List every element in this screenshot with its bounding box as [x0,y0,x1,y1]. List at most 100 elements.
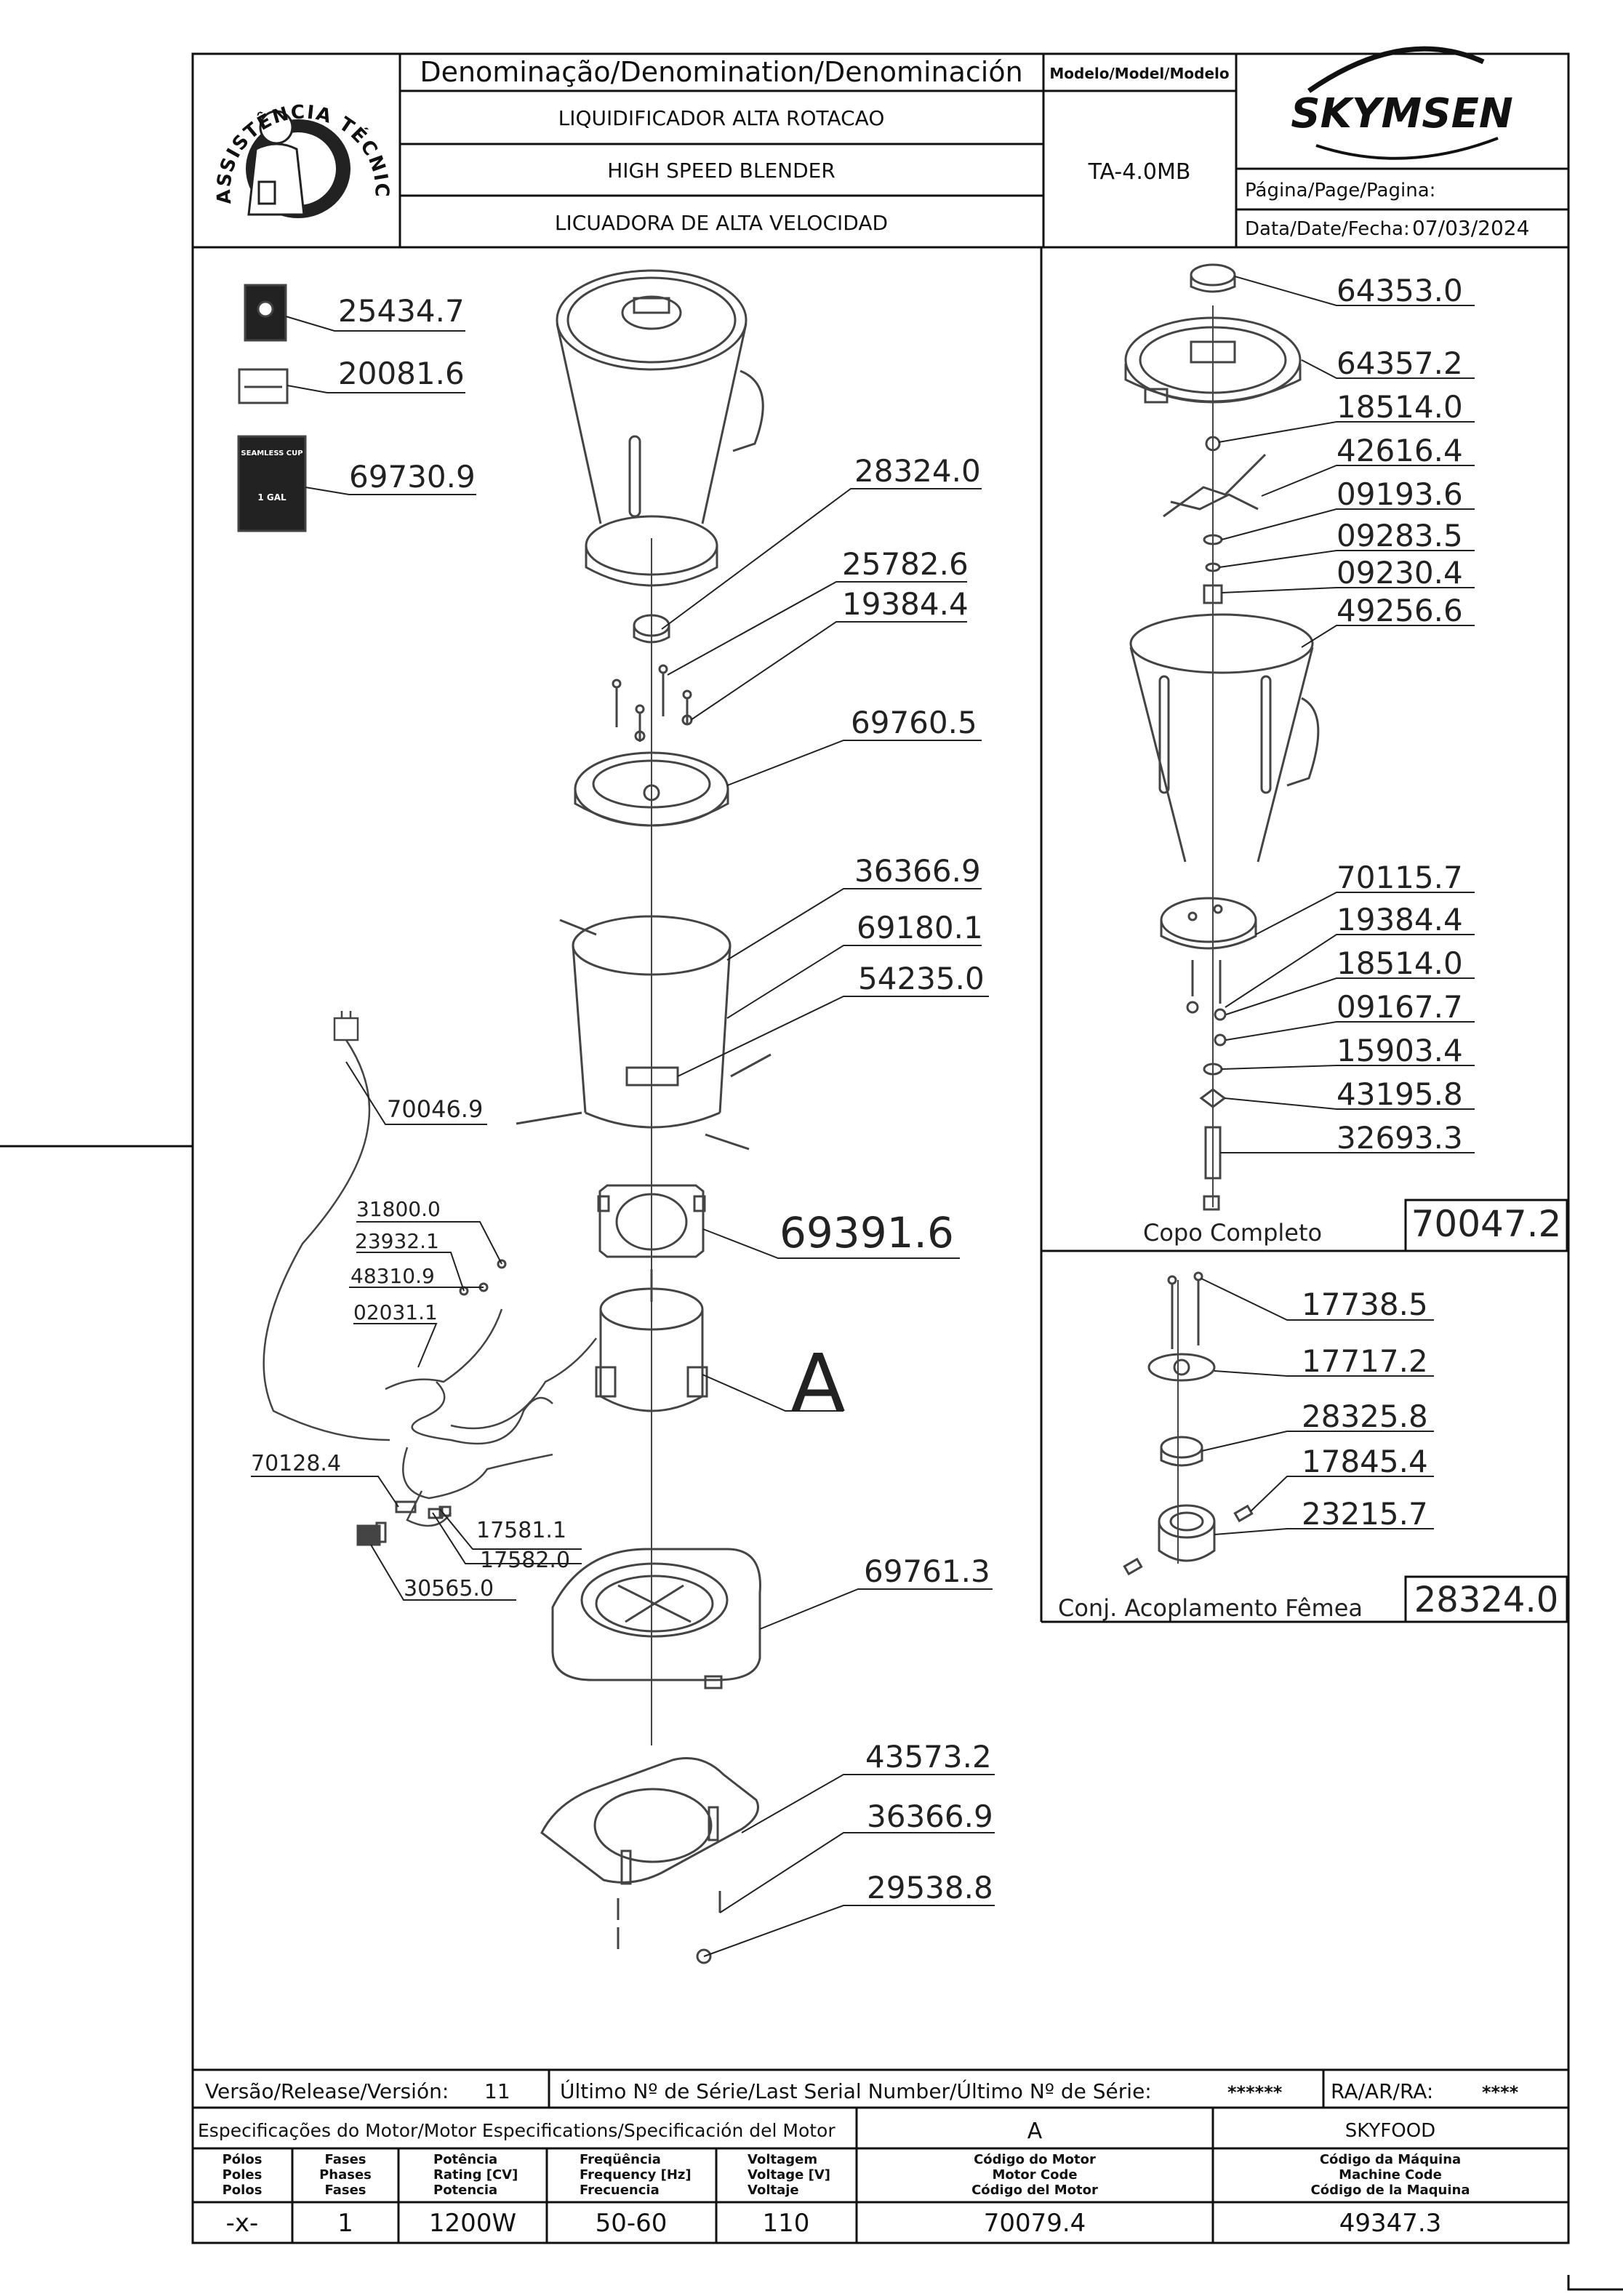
factory-name: SKYFOOD [1345,2120,1435,2142]
part-25434-7: 25434.7 [338,293,465,329]
part-09167-7: 09167.7 [1337,989,1463,1025]
part-17845-4: 17845.4 [1302,1444,1428,1479]
poles-header-pt: Pólos [223,2152,263,2167]
coupling-part [634,615,669,642]
power-header-en: Rating [CV] [433,2167,518,2183]
part-70128-4: 70128.4 [251,1451,341,1476]
part-17581-1: 17581.1 [476,1518,566,1543]
cup-assembly-label: Copo Completo [1143,1219,1322,1247]
part-70046-9: 70046.9 [387,1095,483,1123]
left-part-labels: 25434.7 20081.6 69730.9 28324.0 25782.6 … [251,293,993,1905]
denomination-title: Denominação/Denomination/Denominación [420,56,1022,88]
part-25782-6: 25782.6 [842,546,969,582]
power-value: 1200W [429,2209,516,2238]
authorized-assistance-logo: ASSISTÊNCIA TÉCNICA AUTORIZADA [0,0,391,218]
part-32693-3: 32693.3 [1337,1120,1463,1156]
model-value: TA-4.0MB [1088,159,1191,185]
part-17582-0: 17582.0 [480,1548,570,1573]
manual-booklet [245,285,286,340]
switch [358,1523,385,1545]
cup-label-card: SEAMLESS CUP 1 GAL [239,436,305,531]
ra-value: **** [1482,2082,1519,2103]
part-70115-7: 70115.7 [1337,860,1463,895]
cup-part-labels: 64353.0 64357.2 18514.0 42616.4 09193.6 … [1143,273,1561,1247]
motor-code-header-pt: Código do Motor [974,2152,1096,2167]
part-23215-7: 23215.7 [1302,1496,1428,1532]
part-69761-3: 69761.3 [864,1553,990,1589]
part-31800-0: 31800.0 [356,1197,441,1221]
brand-text: SKYMSEN [1291,90,1512,137]
product-name-es: LICUADORA DE ALTA VELOCIDAD [555,211,888,235]
blender-jar [557,271,763,585]
phases-header-en: Phases [319,2167,372,2183]
version-value: 11 [484,2079,510,2103]
part-29538-8: 29538.8 [867,1870,993,1905]
part-17717-2: 17717.2 [1302,1343,1428,1379]
coupling-leader-lines [1201,1279,1434,1535]
cup-leader-lines [1219,276,1475,1153]
part-64353-0: 64353.0 [1337,273,1463,308]
ra-label: RA/AR/RA: [1331,2079,1433,2103]
part-15903-4: 15903.4 [1337,1033,1463,1068]
coupling-assembly-code: 28324.0 [1414,1580,1559,1620]
voltage-value: 110 [763,2209,810,2238]
part-17738-5: 17738.5 [1302,1287,1428,1322]
jar-base-plate [575,753,728,825]
product-name-en: HIGH SPEED BLENDER [607,159,835,183]
left-exploded-view: SEAMLESS CUP 1 GAL [239,271,771,1963]
col-header-motor-code: Código do Motor Motor Code Código del Mo… [971,2152,1098,2198]
base-screws [613,665,692,742]
cup-assembly-drawing [1126,265,1318,1209]
part-19384-4: 19384.4 [842,586,969,622]
side-panels [1041,247,1568,1622]
voltage-header-en: Voltage [V] [748,2167,830,2183]
wire-connectors [396,1260,505,1518]
part-43195-8: 43195.8 [1337,1076,1463,1112]
part-09283-5: 09283.5 [1337,518,1463,553]
page-label: Página/Page/Pagina: [1245,180,1435,201]
frequency-header-es: Frecuencia [580,2183,660,2198]
brand-logo: SKYMSEN [1291,49,1513,159]
serial-label: Último Nº de Série/Last Serial Number/Úl… [560,2079,1152,2103]
motor-a-label: A [790,1337,845,1430]
part-30565-0: 30565.0 [404,1576,494,1601]
part-69180-1: 69180.1 [857,910,983,945]
part-18514-0-a: 18514.0 [1337,389,1463,425]
col-header-poles: Pólos Poles Polos [223,2152,263,2198]
part-69730-9: 69730.9 [349,459,476,495]
part-36366-9-b: 36366.9 [867,1799,993,1834]
power-header-pt: Potência [433,2152,497,2167]
motor-spec-title: Especificações do Motor/Motor Especifica… [198,2120,835,2141]
product-name-pt: LIQUIDIFICADOR ALTA ROTACAO [558,106,885,130]
machine-code-header-en: Machine Code [1339,2167,1442,2183]
footer-text: Versão/Release/Versión: 11 Último Nº de … [198,2079,1519,2238]
date-value: 07/03/2024 [1412,216,1529,240]
part-09193-6: 09193.6 [1337,476,1463,512]
part-42616-4: 42616.4 [1337,433,1463,468]
phases-header-es: Fases [324,2183,366,2198]
power-cord [264,1011,596,1526]
power-header-es: Potencia [433,2183,497,2198]
motor-a-callout: A [790,1337,845,1430]
version-label: Versão/Release/Versión: [205,2079,449,2103]
part-19384-4-cup: 19384.4 [1337,902,1463,937]
motor-gasket [598,1185,705,1257]
poles-header-en: Poles [223,2167,263,2183]
motor [596,1269,707,1411]
machine-code-header-pt: Código da Máquina [1320,2152,1461,2167]
phases-value: 1 [337,2209,353,2238]
part-28324-0: 28324.0 [854,453,981,489]
footer-table [193,2070,1568,2243]
model-title: Modelo/Model/Modelo [1049,65,1229,82]
col-header-voltage: Voltagem Voltage [V] Voltaje [748,2152,830,2198]
motor-code-header-en: Motor Code [992,2167,1077,2183]
part-64357-2: 64357.2 [1337,345,1463,381]
motor-code-header-es: Código del Motor [971,2183,1098,2198]
part-54235-0: 54235.0 [858,961,985,996]
frequency-value: 50-60 [596,2209,668,2238]
card-label-line2: 1 GAL [257,492,286,503]
col-header-frequency: Freqüência Frequency [Hz] Frecuencia [580,2152,692,2198]
part-28325-8: 28325.8 [1302,1399,1428,1434]
date-label: Data/Date/Fecha: [1245,218,1410,240]
